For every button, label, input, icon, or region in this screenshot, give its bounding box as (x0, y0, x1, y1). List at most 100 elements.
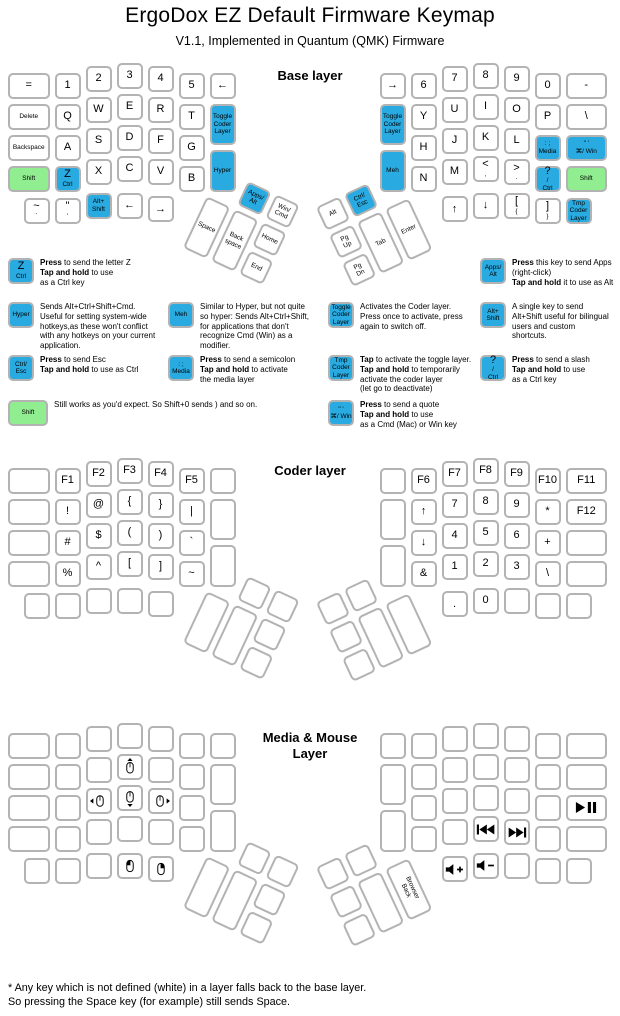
key-label: $ (95, 529, 102, 542)
key-6: 6 (410, 72, 437, 99)
key-blank (341, 912, 377, 948)
keyboard-media-layer: Browser Back (0, 718, 620, 948)
key-label: < (482, 158, 489, 171)
key-tmp-coder-layer: Tmp Coder Layer (328, 355, 354, 381)
key-sublabel: Tab (374, 237, 387, 248)
vol-down-icon (476, 859, 496, 872)
key-blank: ] (147, 554, 174, 581)
key-label: ↑ (451, 202, 458, 215)
key-blank (85, 757, 112, 784)
key-blank (23, 857, 50, 884)
key-f11: F11 (565, 467, 607, 494)
key-5: 5 (472, 520, 499, 546)
key-a: A (54, 134, 81, 161)
key-apps-alt: Apps/ Alt (480, 258, 506, 284)
key-blank (379, 467, 406, 494)
key-3: 3 (116, 63, 143, 89)
key-label: ~ (33, 200, 40, 213)
key-blank (379, 763, 406, 806)
key-mouse-button-left (116, 852, 143, 879)
key-hyper: Hyper (8, 302, 34, 328)
key-f5: F5 (178, 467, 205, 494)
key-label: D (125, 131, 134, 144)
key-label: \ (584, 110, 588, 123)
key-mouse-left (85, 788, 112, 815)
mouse-right-icon (152, 792, 170, 810)
key-label: F11 (577, 474, 596, 487)
key-m: M (441, 159, 468, 186)
key-2: 2 (85, 66, 112, 93)
key-sublabel: , (484, 171, 487, 179)
footer-note: * Any key which is not defined (white) i… (8, 981, 366, 1009)
key-sublabel: Shift (22, 175, 36, 183)
key-blank: ↓ (410, 529, 437, 556)
key-q: Q (54, 103, 81, 130)
key-sublabel: Apps/ Alt (484, 263, 502, 278)
key-sublabel: Space (196, 220, 217, 235)
layer-title-media: Media & Mouse Layer (262, 730, 358, 762)
key-blank (8, 825, 50, 852)
key-4: 4 (147, 66, 174, 93)
key-blank (147, 819, 174, 846)
key-label: O (512, 103, 521, 116)
key-blank: - (565, 72, 607, 99)
key-blank (565, 763, 607, 790)
key-toggle-coder-layer: Toggle Coder Layer (328, 302, 354, 328)
key-blank: "' (54, 197, 81, 224)
key-c: C (116, 156, 143, 182)
key-g: G (178, 134, 205, 161)
key-alt: Alt (315, 196, 351, 231)
key-label: R (156, 103, 165, 116)
key-blank: ~` (23, 197, 50, 224)
key-blank (116, 816, 143, 842)
key-blank (147, 757, 174, 784)
key-label: ↑ (420, 505, 427, 518)
key-label: → (155, 202, 166, 215)
key-blank: <, (472, 156, 499, 182)
key-blank (379, 545, 406, 587)
key-label: 7 (451, 72, 458, 85)
mouse-up-icon (121, 758, 139, 776)
key-label: 1 (64, 79, 71, 92)
key-sublabel: Tmp Coder Layer (569, 199, 588, 222)
key-label: V (156, 165, 165, 178)
key-media: : ; Media (534, 134, 561, 161)
key-meh: Meh (168, 302, 194, 328)
key-shift: Shift (8, 165, 50, 192)
key-mouse-button-right (147, 856, 174, 883)
key-9: 9 (503, 492, 530, 519)
key-d: D (116, 125, 143, 151)
key-blank (8, 467, 50, 494)
key-blank (343, 578, 379, 613)
key-sublabel: Ctrl/ Esc (15, 360, 27, 375)
key-f4: F4 (147, 461, 174, 488)
key-toggle-coder-layer: Toggle Coder Layer (379, 103, 406, 146)
key-blank (178, 732, 205, 759)
key-label: ( (127, 526, 132, 539)
key-sublabel: Home (260, 232, 279, 247)
key-label: C (125, 162, 134, 175)
mouse-left-icon (89, 792, 108, 810)
key-blank (178, 825, 205, 852)
key-blank (54, 794, 81, 821)
key-blank (8, 794, 50, 821)
key-6: 6 (503, 523, 530, 550)
key-label: ? (544, 164, 551, 177)
key-win: " ' ⌘/ Win (328, 400, 354, 426)
key-sublabel: Win/ Cmd (273, 201, 292, 221)
key-blank: * (534, 498, 561, 525)
key-blank (410, 794, 437, 821)
key-label: { (127, 495, 132, 508)
key-sublabel: Pg Up (339, 233, 353, 250)
key-blank: ) (147, 523, 174, 550)
key-f9: F9 (503, 461, 530, 488)
key-blank: ! (54, 498, 81, 525)
key-toggle-coder-layer: Toggle Coder Layer (209, 103, 236, 146)
key-i: I (472, 94, 499, 120)
